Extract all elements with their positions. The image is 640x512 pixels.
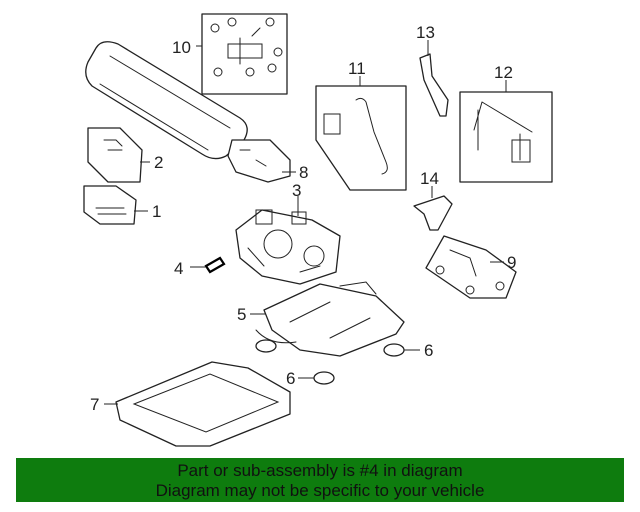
info-banner: Part or sub-assembly is #4 in diagram Di… <box>16 458 624 502</box>
part-13-bracket: 13 <box>416 23 449 117</box>
callout-7: 7 <box>90 395 99 414</box>
part-2-cover: 2 <box>87 127 163 183</box>
part-9-mount: 9 <box>425 235 517 299</box>
part-11-sensor-kit: 11 <box>315 59 407 191</box>
callout-14: 14 <box>420 169 439 188</box>
callout-4: 4 <box>174 259 183 278</box>
callout-2: 2 <box>154 153 163 172</box>
air-reservoir-tank: 8 <box>85 41 308 183</box>
part-12-level-sensor: 12 <box>459 63 553 183</box>
part-14-bracket: 14 <box>413 169 453 231</box>
callout-3: 3 <box>292 181 301 200</box>
part-10-hardware-kit: 10 <box>172 13 288 95</box>
callout-5: 5 <box>237 305 246 324</box>
callout-6a: 6 <box>424 341 433 360</box>
part-3-compressor: 3 <box>235 181 341 285</box>
banner-line-1: Part or sub-assembly is #4 in diagram <box>177 461 463 480</box>
banner-line-2: Diagram may not be specific to your vehi… <box>155 481 485 500</box>
callout-11: 11 <box>348 59 366 78</box>
callout-12: 12 <box>494 63 513 82</box>
callout-6b: 6 <box>286 369 295 388</box>
parts-diagram: 10 8 2 1 11 13 1 <box>83 13 553 447</box>
part-6-mounts: 6 6 <box>255 339 433 388</box>
callout-10: 10 <box>172 38 191 57</box>
callout-13: 13 <box>416 23 435 42</box>
part-1-cover: 1 <box>83 185 161 225</box>
callout-1: 1 <box>152 202 161 221</box>
part-7-underbody-tray: 7 <box>90 361 291 447</box>
callout-9: 9 <box>507 253 516 272</box>
part-4-highlighted: 4 <box>174 256 226 278</box>
callout-8: 8 <box>299 163 308 182</box>
